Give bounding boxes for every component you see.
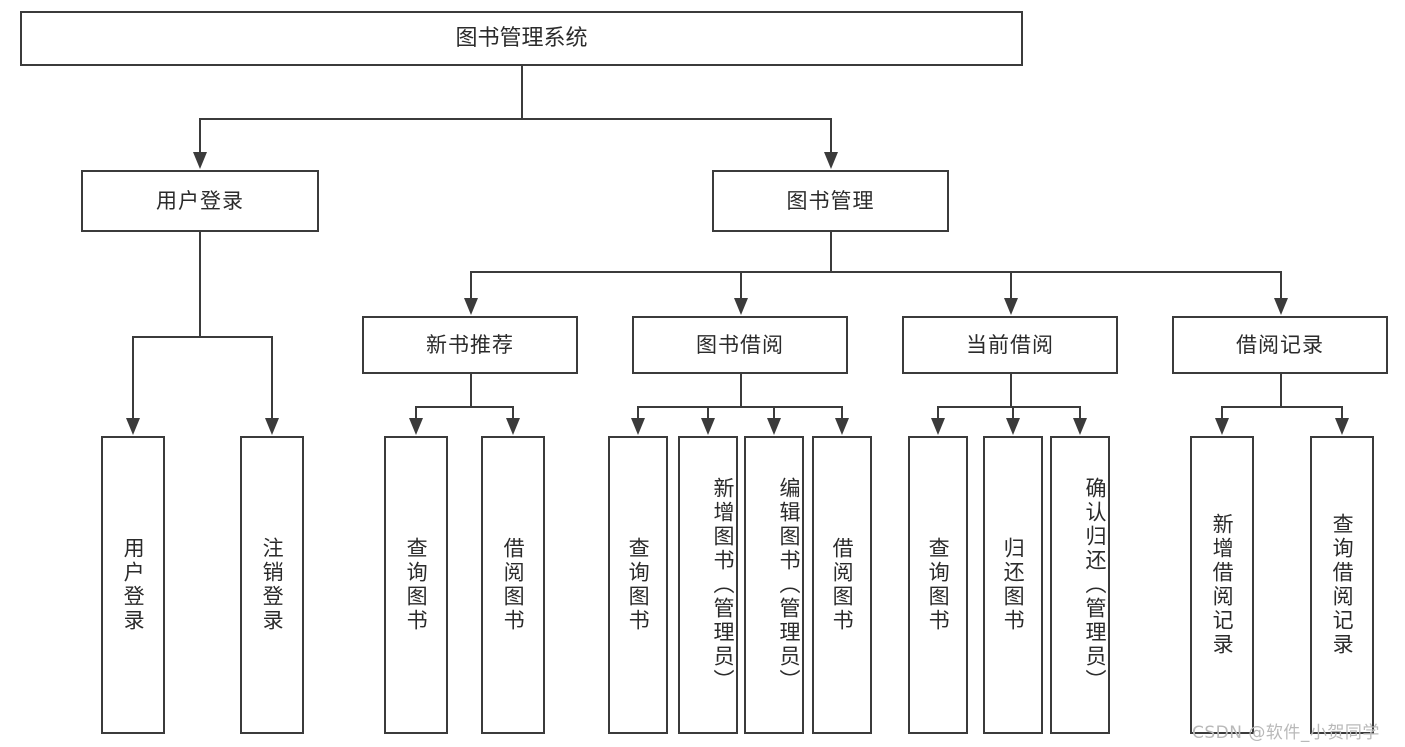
arrowhead-leaf-logout — [265, 418, 279, 435]
connector-current-borrow-stem — [1010, 374, 1012, 406]
connector-book-borrow-drop-1 — [637, 406, 639, 420]
node-root[interactable]: 图书管理系统 — [20, 11, 1023, 66]
leaf-query-books-new[interactable]: 查询图书 — [384, 436, 448, 734]
leaf-user-login[interactable]: 用户登录 — [101, 436, 165, 734]
connector-book-borrow-drop-4 — [841, 406, 843, 420]
connector-borrow-records-bus — [1221, 406, 1341, 408]
node-label: 借阅记录 — [1236, 332, 1324, 357]
connector-to-book-borrow — [740, 271, 742, 299]
arrowhead-leaf-add-book — [701, 418, 715, 435]
node-label: 编辑图书（管理员） — [777, 477, 801, 693]
connector-user-login-drop-2 — [271, 336, 273, 420]
connector-current-borrow-drop-2 — [1012, 406, 1014, 420]
connector-borrow-records-drop-2 — [1341, 406, 1343, 420]
arrowhead-book-mgmt — [824, 152, 838, 169]
leaf-confirm-return-admin[interactable]: 确认归还（管理员） — [1050, 436, 1110, 734]
arrowhead-book-borrow — [734, 298, 748, 315]
arrowhead-leaf-add-record — [1215, 418, 1229, 435]
connector-root-stem — [521, 66, 523, 118]
node-label: 图书借阅 — [696, 332, 784, 357]
node-borrow-records[interactable]: 借阅记录 — [1172, 316, 1388, 374]
node-label: 新书推荐 — [426, 332, 514, 357]
arrowhead-leaf-confirm-return — [1073, 418, 1087, 435]
watermark-text: CSDN @软件_小贺同学 — [1192, 723, 1380, 743]
connector-book-borrow-bus — [637, 406, 842, 408]
connector-borrow-records-drop-1 — [1221, 406, 1223, 420]
leaf-return-book[interactable]: 归还图书 — [983, 436, 1043, 734]
connector-borrow-records-stem — [1280, 374, 1282, 406]
node-label: 借阅图书 — [501, 537, 526, 633]
connector-level3-bus — [470, 271, 1280, 273]
arrowhead-user-login — [193, 152, 207, 169]
node-label: 查询图书 — [404, 537, 429, 633]
node-label: 新增借阅记录 — [1210, 513, 1235, 657]
arrowhead-leaf-user-login — [126, 418, 140, 435]
node-label: 新增图书（管理员） — [711, 477, 735, 693]
connector-current-borrow-drop-3 — [1079, 406, 1081, 420]
node-book-management[interactable]: 图书管理 — [712, 170, 949, 232]
connector-level2-bus — [199, 118, 831, 120]
leaf-add-book-admin[interactable]: 新增图书（管理员） — [678, 436, 738, 734]
connector-to-borrow-records — [1280, 271, 1282, 299]
connector-current-borrow-drop-1 — [937, 406, 939, 420]
arrowhead-leaf-edit-book — [767, 418, 781, 435]
leaf-borrow-books-new[interactable]: 借阅图书 — [481, 436, 545, 734]
arrowhead-current-borrow — [1004, 298, 1018, 315]
arrowhead-leaf-query-books-1 — [409, 418, 423, 435]
node-label: 归还图书 — [1001, 537, 1026, 633]
leaf-logout[interactable]: 注销登录 — [240, 436, 304, 734]
node-label: 注销登录 — [260, 537, 285, 633]
node-label: 查询图书 — [926, 537, 951, 633]
arrowhead-leaf-query-record — [1335, 418, 1349, 435]
node-label: 用户登录 — [156, 188, 244, 213]
arrowhead-borrow-records — [1274, 298, 1288, 315]
connector-book-borrow-drop-3 — [773, 406, 775, 420]
connector-user-login-bus — [132, 336, 272, 338]
leaf-query-books-current[interactable]: 查询图书 — [908, 436, 968, 734]
node-label: 查询借阅记录 — [1330, 513, 1355, 657]
connector-current-borrow-bus — [937, 406, 1080, 408]
connector-book-borrow-drop-2 — [707, 406, 709, 420]
arrowhead-leaf-borrow-books-2 — [835, 418, 849, 435]
leaf-query-borrow-record[interactable]: 查询借阅记录 — [1310, 436, 1374, 734]
node-current-borrow[interactable]: 当前借阅 — [902, 316, 1118, 374]
connector-book-borrow-stem — [740, 374, 742, 406]
connector-to-user-login — [199, 118, 201, 154]
connector-new-books-drop-2 — [512, 406, 514, 420]
connector-to-current-borrow — [1010, 271, 1012, 299]
arrowhead-leaf-borrow-books-1 — [506, 418, 520, 435]
connector-new-books-drop-1 — [415, 406, 417, 420]
leaf-query-books-borrow[interactable]: 查询图书 — [608, 436, 668, 734]
node-label: 图书管理 — [786, 188, 875, 213]
node-new-book-recommend[interactable]: 新书推荐 — [362, 316, 578, 374]
leaf-add-borrow-record[interactable]: 新增借阅记录 — [1190, 436, 1254, 734]
connector-user-login-stem — [199, 232, 201, 336]
connector-new-books-stem — [470, 374, 472, 406]
node-book-borrow[interactable]: 图书借阅 — [632, 316, 848, 374]
leaf-edit-book-admin[interactable]: 编辑图书（管理员） — [744, 436, 804, 734]
connector-book-mgmt-stem — [830, 232, 832, 271]
connector-to-new-books — [470, 271, 472, 299]
node-label: 确认归还（管理员） — [1083, 477, 1107, 693]
connector-user-login-drop-1 — [132, 336, 134, 420]
node-label: 图书管理系统 — [455, 25, 588, 51]
node-label: 用户登录 — [121, 537, 146, 633]
connector-new-books-bus — [415, 406, 513, 408]
connector-to-book-mgmt — [830, 118, 832, 154]
node-user-login[interactable]: 用户登录 — [81, 170, 319, 232]
arrowhead-leaf-return-book — [1006, 418, 1020, 435]
node-label: 当前借阅 — [966, 332, 1054, 357]
leaf-borrow-books-borrow[interactable]: 借阅图书 — [812, 436, 872, 734]
node-label: 借阅图书 — [830, 537, 855, 633]
arrowhead-new-books — [464, 298, 478, 315]
arrowhead-leaf-query-books-3 — [931, 418, 945, 435]
arrowhead-leaf-query-books-2 — [631, 418, 645, 435]
node-label: 查询图书 — [626, 537, 651, 633]
